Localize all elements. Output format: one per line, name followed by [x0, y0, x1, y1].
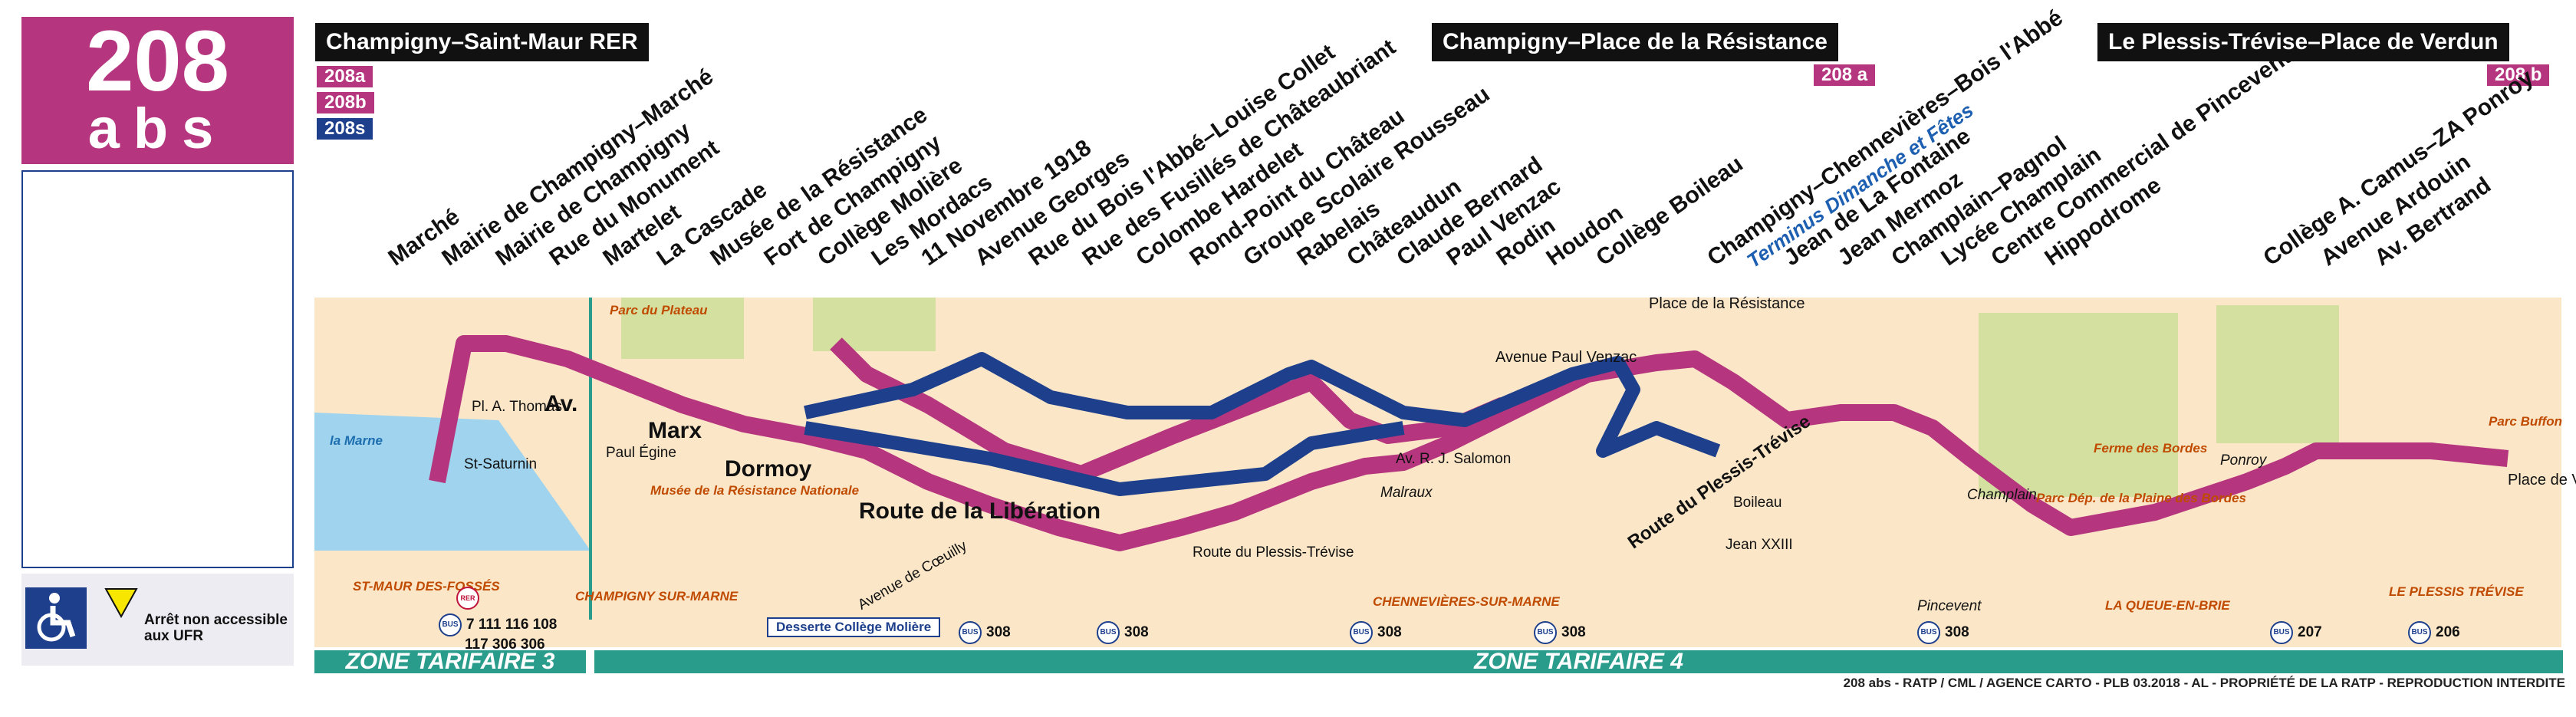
bus-icon: BUS	[1097, 621, 1120, 644]
place-ferme: Ferme des Bordes	[2094, 441, 2208, 456]
street-av: Av.	[544, 391, 578, 416]
bus-icon: BUS	[1350, 621, 1373, 644]
place-musee: Musée de la Résistance Nationale	[650, 483, 860, 498]
route-map	[314, 298, 2561, 647]
street-paul-egine: Paul Égine	[606, 445, 676, 461]
variant-208s: 208s	[317, 118, 373, 140]
place-champigny: CHAMPIGNY SUR-MARNE	[575, 589, 739, 604]
place-parc-plateau: Parc du Plateau	[610, 303, 708, 317]
place-queue: LA QUEUE-EN-BRIE	[2105, 598, 2230, 613]
variant-tag-middle: 208 a	[1814, 64, 1876, 86]
street-salomon: Av. R. J. Salomon	[1396, 451, 1512, 467]
line-number: 208	[86, 13, 229, 109]
line-badge: 208 abs	[21, 17, 294, 164]
bus-icon: BUS	[2408, 621, 2431, 644]
variant-tag-right: 208 b	[2487, 64, 2550, 86]
bus-icon: BUS	[2270, 621, 2293, 644]
label-pincevent: Pincevent	[1917, 598, 1982, 614]
bus-icon: BUS	[959, 621, 982, 644]
label-ponroy: Ponroy	[2220, 452, 2267, 469]
street-dormoy: Dormoy	[725, 456, 812, 482]
label-boileau: Boileau	[1733, 495, 1782, 511]
street-marx: Marx	[648, 418, 702, 443]
variant-208a: 208a	[317, 66, 373, 87]
street-liberation: Route de la Libération	[859, 498, 1101, 524]
route-line-magenta	[429, 335, 2509, 551]
terminus-middle: Champigny–Place de la Résistance	[1432, 23, 1838, 61]
place-parc-buffon: Parc Buffon	[2489, 414, 2563, 429]
label-place-residence: Place de la Résistance	[1649, 295, 1805, 312]
rer-icon: RER	[456, 587, 479, 610]
street-plessis: Route du Plessis-Trévise	[1193, 544, 1354, 561]
label-jean23: Jean XXIII	[1726, 537, 1793, 553]
label-place-verdun: Place de Verdun	[2508, 472, 2576, 488]
label-champlain: Champlain	[1967, 487, 2037, 503]
place-plessis: LE PLESSIS TRÉVISE	[2389, 584, 2524, 599]
bus-icon: BUS	[439, 613, 462, 636]
label-st-saturnin: St-Saturnin	[464, 456, 538, 472]
place-chennevieres: CHENNEVIÈRES-SUR-MARNE	[1373, 594, 1560, 609]
bus-icon: BUS	[1534, 621, 1557, 644]
zone-4: ZONE TARIFAIRE 4	[594, 650, 2563, 673]
place-marne: la Marne	[330, 433, 383, 448]
wheelchair-icon	[25, 587, 87, 649]
place-parc-bordes: Parc Dép. de la Plaine des Bordes	[2036, 491, 2247, 505]
street-pl-thomas: Pl. A. Thomas	[472, 399, 562, 415]
marne-river	[314, 413, 591, 551]
credit-line: 208 abs - RATP / CML / AGENCE CARTO - PL…	[1843, 676, 2565, 690]
terminus-right: Le Plessis-Trévise–Place de Verdun	[2097, 23, 2509, 61]
line-suffix: abs	[87, 97, 228, 160]
variant-208b: 208b	[317, 92, 374, 113]
zone-3: ZONE TARIFAIRE 3	[314, 650, 586, 673]
route-line-blue	[804, 352, 1721, 458]
warning-triangle-icon	[104, 587, 138, 622]
bus-icon: BUS	[1917, 621, 1940, 644]
info-panel	[21, 170, 294, 568]
terminus-left: Champigny–Saint-Maur RER	[315, 23, 649, 61]
desserte-label: Desserte Collège Molière	[767, 617, 941, 637]
street-venzac: Avenue Paul Venzac	[1495, 349, 1637, 366]
label-malraux: Malraux	[1380, 485, 1433, 501]
